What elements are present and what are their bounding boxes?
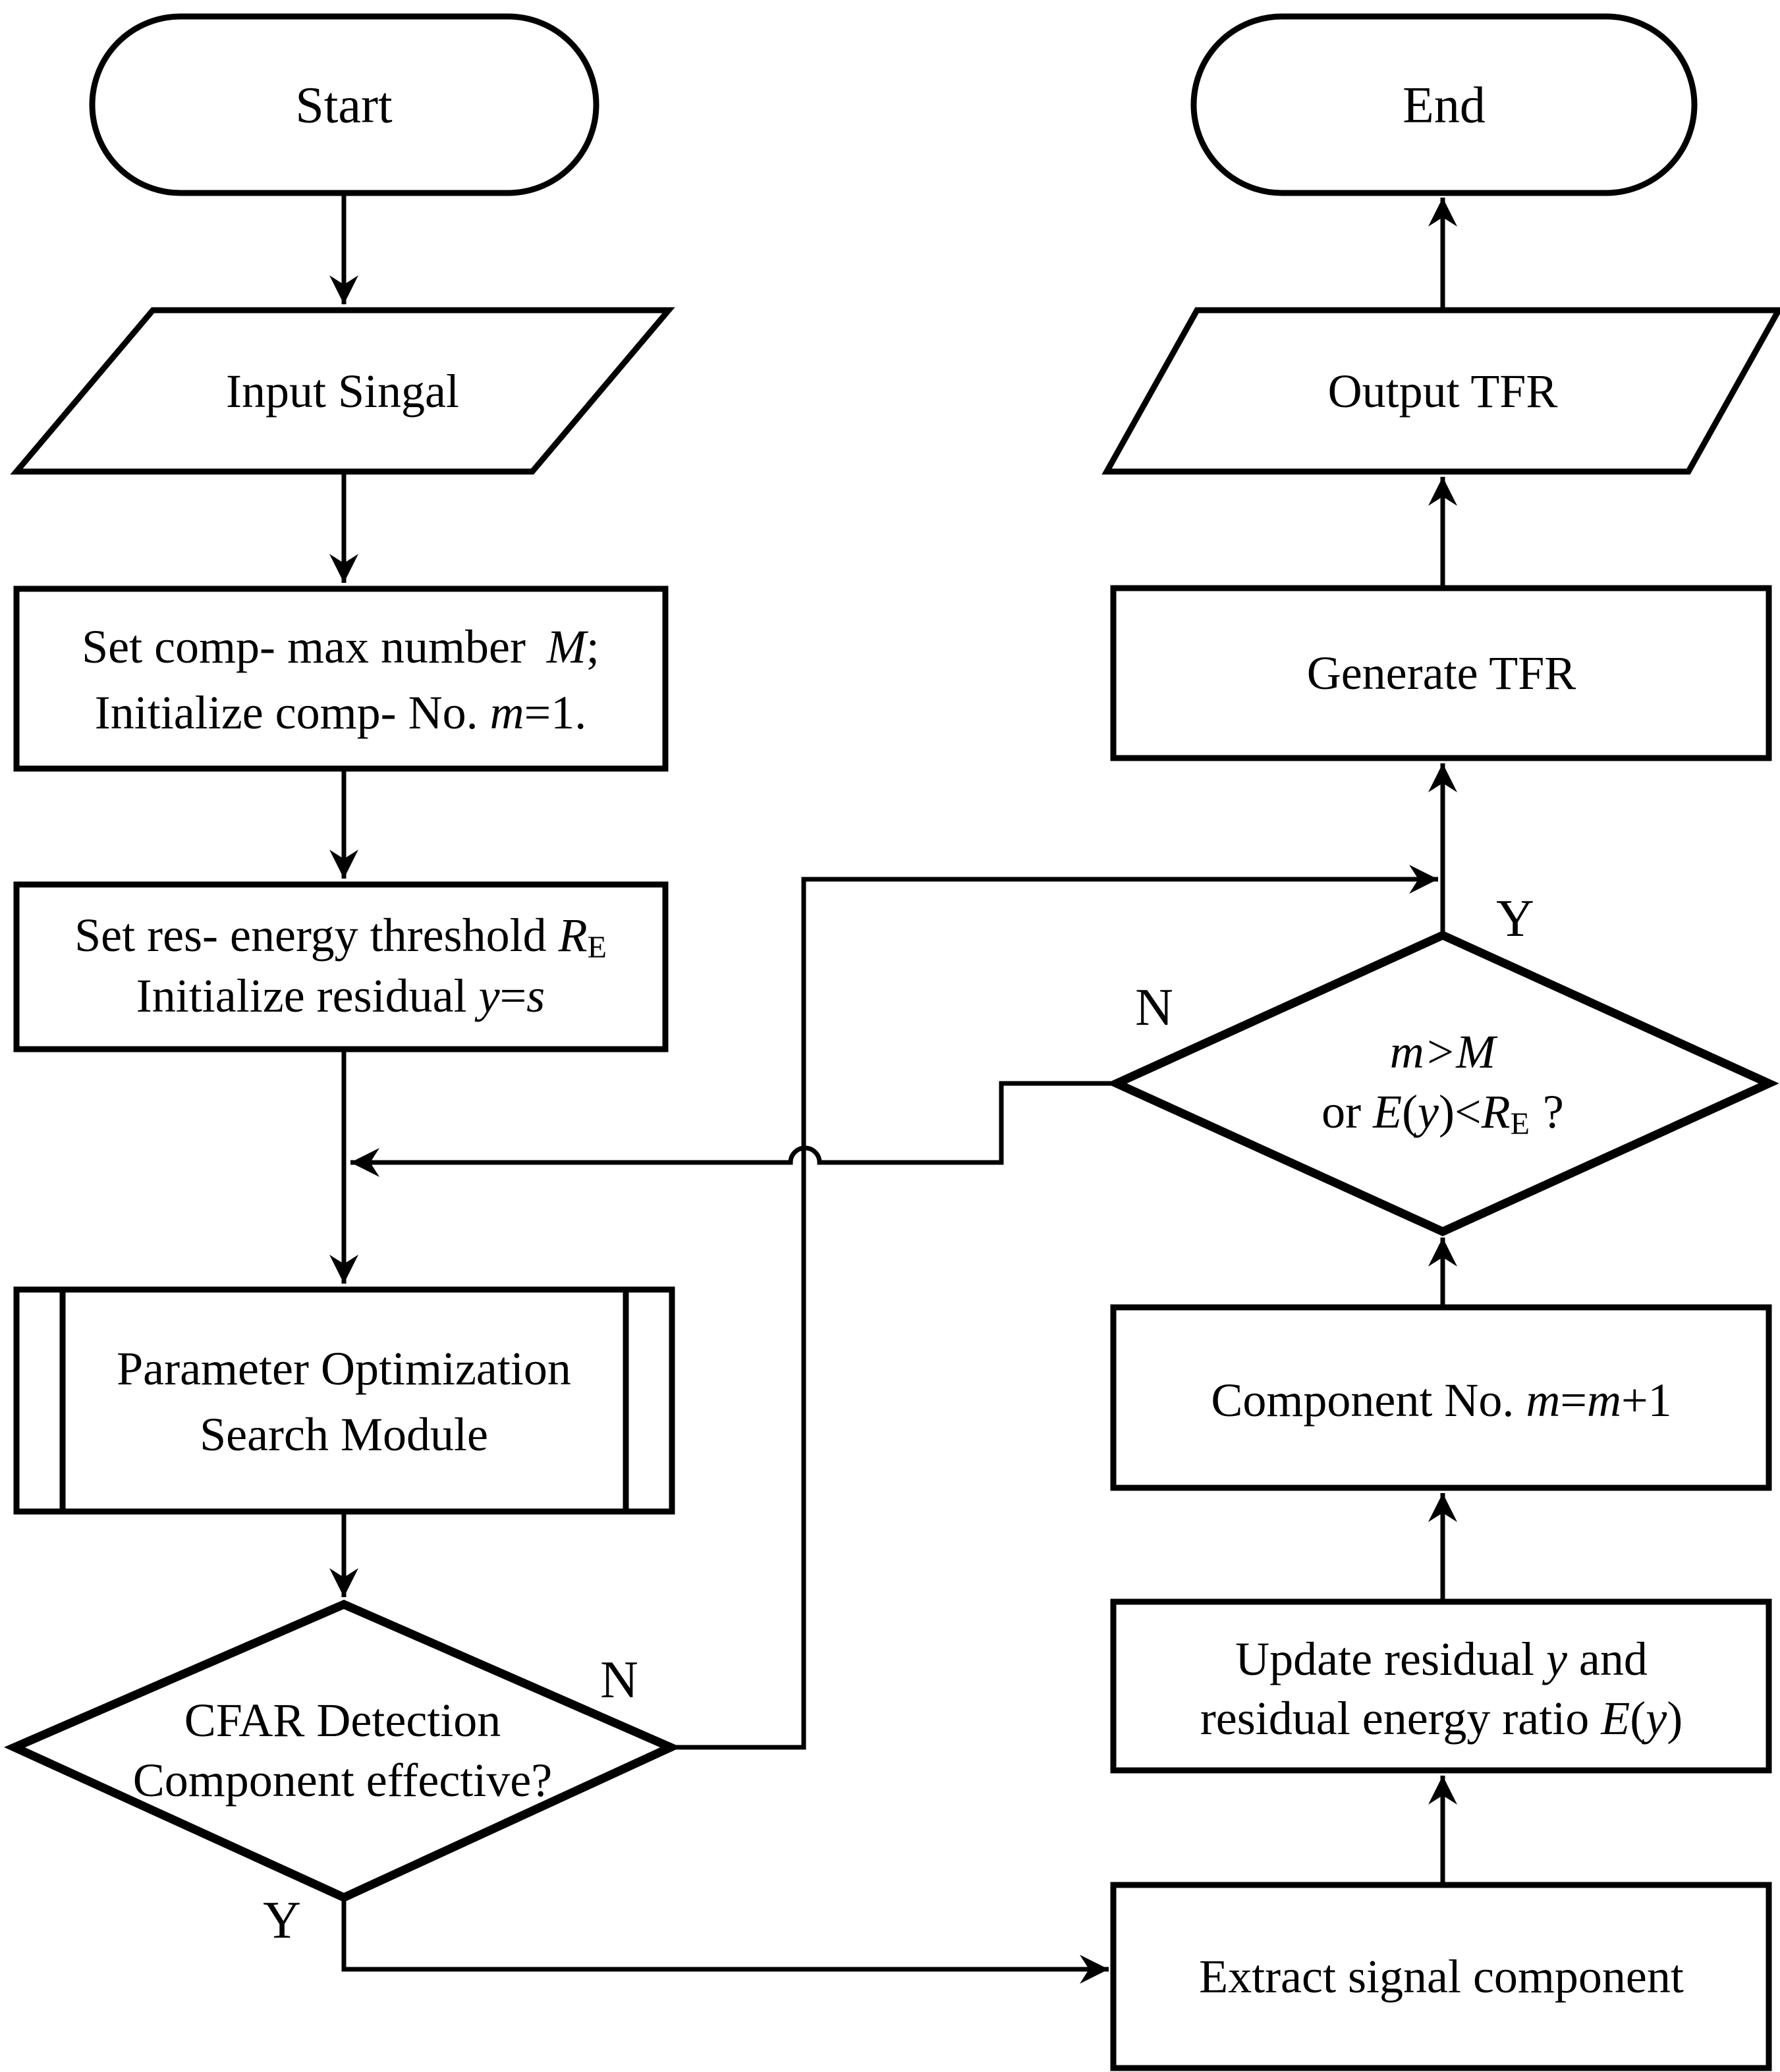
output-tfr-label: Output TFR (1328, 365, 1558, 418)
extract-rect (1110, 1882, 1772, 2071)
input-signal-node: Input Singal (10, 307, 675, 475)
parameter-module-line1: Parameter Optimization (117, 1342, 571, 1395)
set-res-line2: Initialize residual y=s (136, 969, 545, 1022)
output-tfr-node: Output TFR (1101, 307, 1780, 475)
cfar-line1: CFAR Detection (184, 1694, 501, 1747)
loop-check-diamond (1106, 930, 1779, 1237)
loop-check-decision-node: m>M or E(y)<RE? (1106, 930, 1779, 1237)
output-tfr-parallelogram (1101, 307, 1780, 475)
start-label: Start (295, 76, 393, 134)
update-residual-line2: residual energy ratio E(y) (1200, 1692, 1683, 1745)
cfar-yes-label: Y (263, 1892, 301, 1949)
set-res-rect (13, 881, 669, 1052)
update-residual-line1: Update residual y and (1235, 1633, 1648, 1685)
edge-cfar-no-to-generate-line (671, 865, 1438, 1750)
cfar-no-label: N (600, 1651, 638, 1709)
set-res-line1: Set res- energy threshold RE (74, 909, 607, 965)
end-label: End (1403, 76, 1486, 134)
set-comp-rect (13, 586, 669, 772)
generate-tfr-rect (1110, 585, 1772, 761)
set-comp-line2: Initialize comp- No. m=1. (95, 686, 586, 739)
set-comp-line1: Set comp- max number M; (82, 620, 599, 673)
update-residual-node: Update residual y and residual energy ra… (1110, 1598, 1772, 1774)
cfar-decision-node: CFAR Detection Component effective? (4, 1599, 681, 1903)
end-terminator-shape (1190, 13, 1698, 196)
loop-no-label: N (1135, 979, 1173, 1037)
component-no-label: Component No. m=m+1 (1211, 1374, 1671, 1427)
input-signal-parallelogram (10, 307, 675, 475)
update-residual-rect (1110, 1598, 1772, 1774)
component-no-rect (1110, 1304, 1772, 1491)
loop-yes-label: Y (1496, 890, 1534, 948)
cfar-diamond (4, 1599, 681, 1903)
extract-label: Extract signal component (1199, 1950, 1684, 2003)
parameter-module-rect (13, 1286, 675, 1515)
input-signal-label: Input Singal (226, 365, 459, 418)
parameter-module-line2: Search Module (200, 1408, 488, 1461)
edge-cfar-yes-to-extract (341, 1897, 1109, 1984)
cfar-line2: Component effective? (133, 1754, 552, 1807)
loop-check-line1: m>M (1390, 1025, 1499, 1078)
parameter-module-node: Parameter Optimization Search Module (13, 1286, 675, 1515)
generate-tfr-node: Generate TFR (1110, 585, 1772, 761)
set-res-node: Set res- energy threshold RE Initialize … (13, 881, 669, 1052)
loop-check-line2: or E(y)<RE? (1321, 1085, 1564, 1141)
start-node: Start (89, 13, 599, 196)
extract-node: Extract signal component (1110, 1882, 1772, 2071)
end-node: End (1190, 13, 1698, 196)
component-no-node: Component No. m=m+1 (1110, 1304, 1772, 1491)
generate-tfr-label: Generate TFR (1307, 647, 1576, 699)
set-comp-node: Set comp- max number M; Initialize comp-… (13, 586, 669, 772)
edge-loopcheck-no-back-to-module (350, 1081, 1117, 1177)
